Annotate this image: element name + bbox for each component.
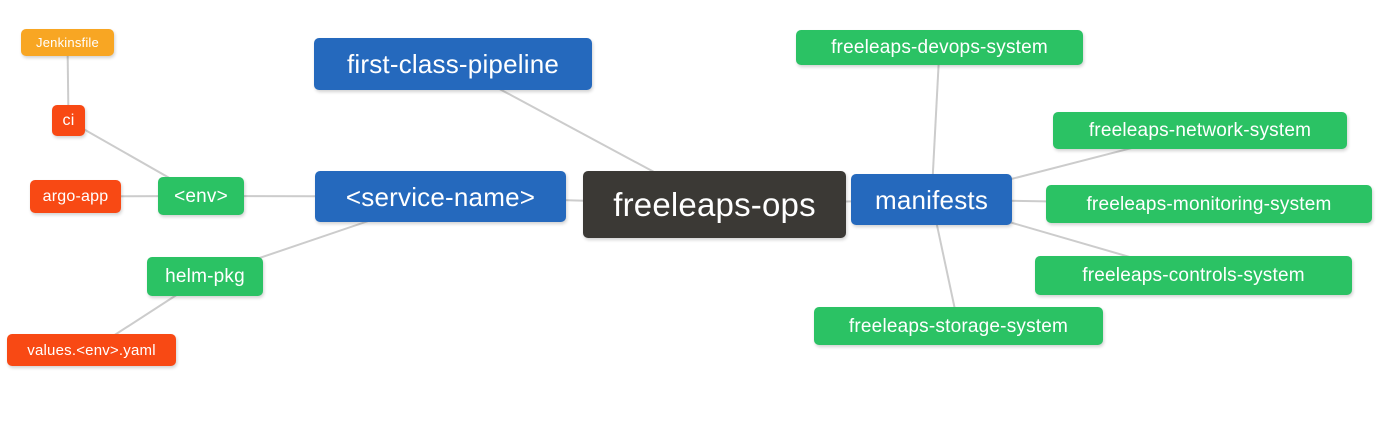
node-jenkinsfile[interactable]: Jenkinsfile bbox=[21, 29, 114, 56]
node-env[interactable]: <env> bbox=[158, 177, 244, 215]
node-label: first-class-pipeline bbox=[346, 49, 560, 79]
node-argo[interactable]: argo-app bbox=[30, 180, 121, 213]
node-label: helm-pkg bbox=[165, 266, 245, 287]
node-label: <env> bbox=[174, 185, 228, 207]
node-label: freeleaps-devops-system bbox=[831, 37, 1048, 58]
node-root[interactable]: freeleaps-ops bbox=[583, 171, 846, 238]
node-devops[interactable]: freeleaps-devops-system bbox=[796, 30, 1083, 65]
node-label: freeleaps-storage-system bbox=[848, 315, 1069, 337]
node-ci[interactable]: ci bbox=[52, 105, 85, 136]
node-values[interactable]: values.<env>.yaml bbox=[7, 334, 176, 366]
node-label: argo-app bbox=[42, 187, 109, 205]
node-pipeline[interactable]: first-class-pipeline bbox=[314, 38, 592, 90]
node-label: manifests bbox=[874, 184, 989, 215]
node-label: freeleaps-network-system bbox=[1088, 120, 1312, 141]
node-label: freeleaps-monitoring-system bbox=[1086, 193, 1332, 215]
node-label: ci bbox=[62, 111, 75, 129]
node-label: values.<env>.yaml bbox=[27, 341, 156, 359]
node-network[interactable]: freeleaps-network-system bbox=[1053, 112, 1347, 149]
node-label: freeleaps-ops bbox=[613, 186, 816, 223]
node-label: freeleaps-controls-system bbox=[1082, 265, 1305, 286]
node-controls[interactable]: freeleaps-controls-system bbox=[1035, 256, 1352, 295]
node-service[interactable]: <service-name> bbox=[315, 171, 566, 222]
node-helmpkg[interactable]: helm-pkg bbox=[147, 257, 263, 296]
node-monitoring[interactable]: freeleaps-monitoring-system bbox=[1046, 185, 1372, 223]
node-storage[interactable]: freeleaps-storage-system bbox=[814, 307, 1103, 345]
node-manifests[interactable]: manifests bbox=[851, 174, 1012, 225]
node-label: <service-name> bbox=[345, 181, 536, 212]
node-label: Jenkinsfile bbox=[36, 35, 99, 50]
